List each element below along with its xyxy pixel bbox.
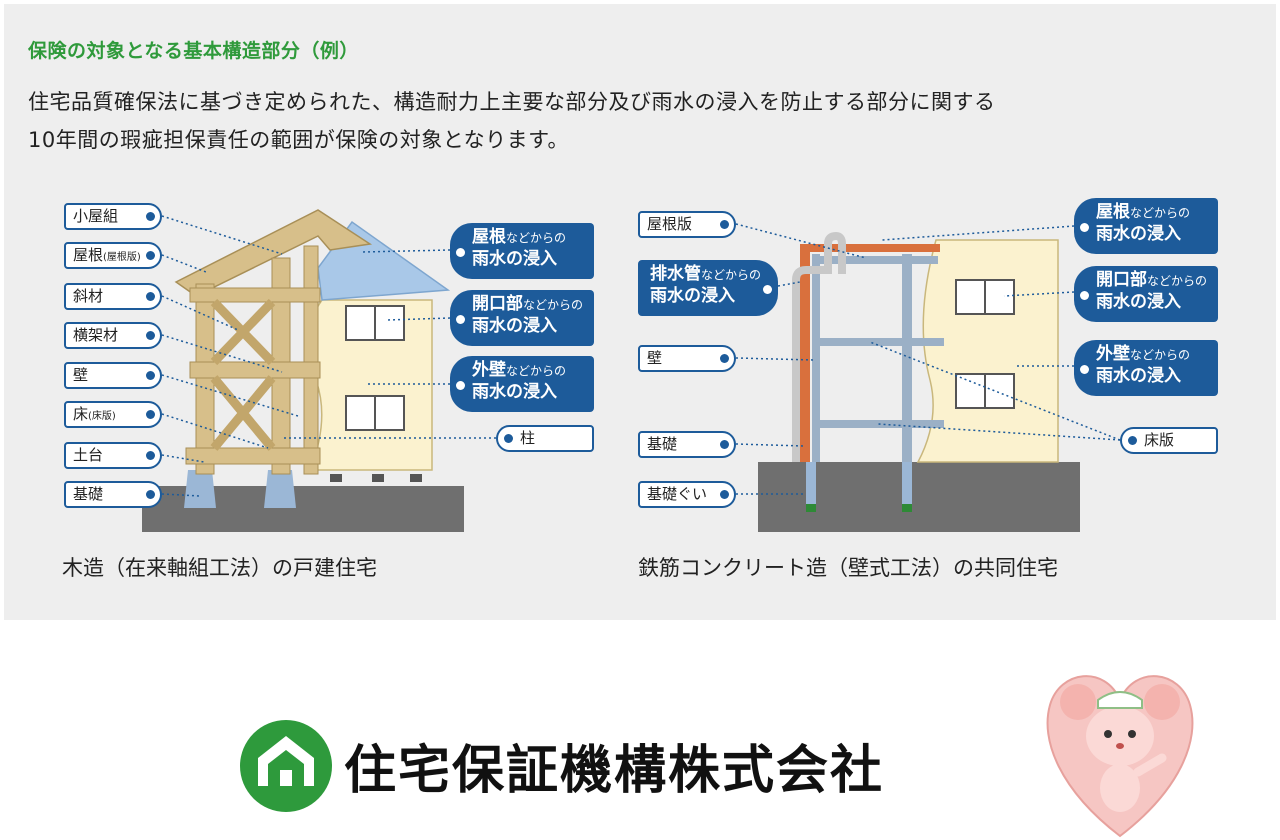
wooden-braces-upper (210, 298, 276, 366)
wooden-footing-right (264, 470, 296, 508)
callout-roof-water: 屋根などからの 雨水の浸入 (450, 223, 594, 279)
label-oukazai: 横架材 (64, 322, 162, 349)
callout-rc-wall-water: 外壁などからの 雨水の浸入 (1074, 340, 1218, 396)
rc-rebar-roof (800, 244, 940, 252)
label-rc-kabe: 壁 (638, 345, 736, 372)
label-hashira: 柱 (496, 425, 594, 452)
callout-rc-roof-water: 屋根などからの 雨水の浸入 (1074, 198, 1218, 254)
mascot-mouse-heart-icon (1046, 675, 1194, 838)
label-dodai: 土台 (64, 442, 162, 469)
wooden-footing-left (184, 470, 216, 508)
label-koyagumi: 小屋組 (64, 203, 162, 230)
rc-floor-slab-2 (812, 420, 944, 428)
rc-floor-slab-1 (812, 338, 944, 346)
description-line-1: 住宅品質確保法に基づき定められた、構造耐力上主要な部分及び雨水の浸入を防止する部… (28, 90, 996, 114)
label-yaneban: 屋根版 (638, 211, 736, 238)
wooden-braces-lower (210, 375, 276, 451)
rc-rebar-column (800, 248, 810, 462)
label-yuka: 床(床版) (64, 401, 162, 428)
description-line-2: 10年間の瑕疵担保責任の範囲が保険の対象となります。 (28, 128, 569, 152)
wooden-house-illustration (142, 209, 464, 532)
label-kabe: 壁 (64, 362, 162, 389)
wooden-beam-top (189, 287, 321, 303)
house-logo-icon (240, 720, 332, 812)
section-title: 保険の対象となる基本構造部分（例） (28, 40, 359, 62)
label-rc-kiso: 基礎 (638, 431, 736, 458)
company-name: 住宅保証機構株式会社 (344, 741, 885, 801)
label-yukaban: 床版 (1120, 427, 1218, 454)
rc-leader-lines (735, 223, 1121, 495)
callout-drain-water: 排水管などからの 雨水の浸入 (638, 260, 778, 316)
callout-opening-water: 開口部などからの 雨水の浸入 (450, 290, 594, 346)
label-kisogui: 基礎ぐい (638, 481, 736, 508)
rc-drain-pipe (792, 231, 846, 462)
callout-wall-water: 外壁などからの 雨水の浸入 (450, 356, 594, 412)
wooden-sill (185, 447, 321, 465)
rc-building-illustration (758, 231, 1080, 532)
wooden-beam-mid (189, 361, 321, 379)
label-shazai: 斜材 (64, 283, 162, 310)
label-yane: 屋根(屋根版) (64, 242, 162, 269)
rc-building-caption: 鉄筋コンクリート造（壁式工法）の共同住宅 (638, 556, 1058, 580)
callout-rc-opening-water: 開口部などからの 雨水の浸入 (1074, 266, 1218, 322)
wooden-post-3 (303, 245, 319, 475)
wooden-leader-lines (161, 215, 496, 497)
wooden-house-caption: 木造（在来軸組工法）の戸建住宅 (62, 556, 377, 580)
label-kiso: 基礎 (64, 481, 162, 508)
